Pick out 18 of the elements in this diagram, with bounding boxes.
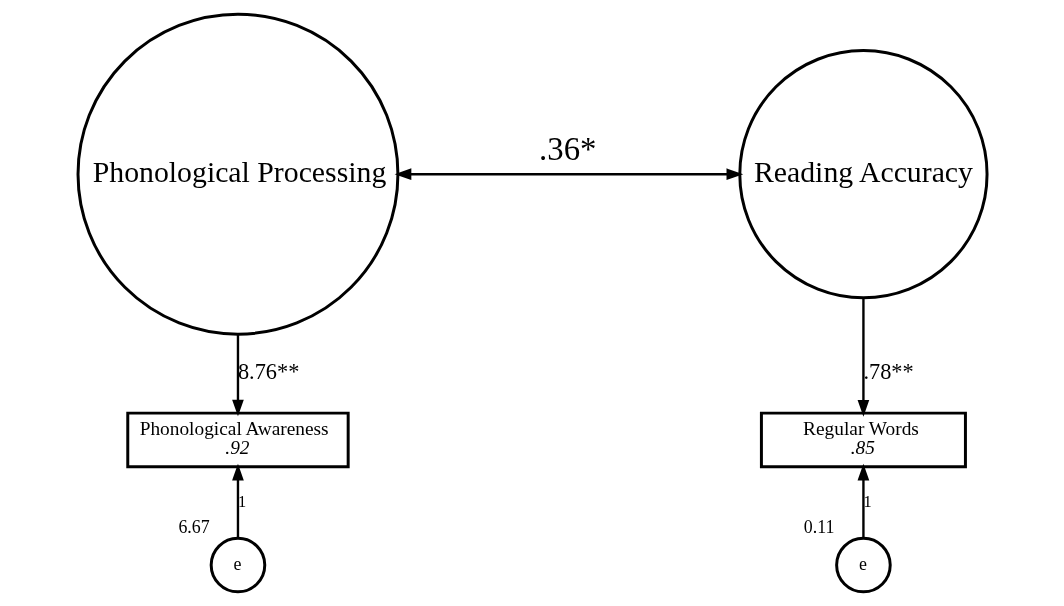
arrow xyxy=(857,463,869,539)
node-circle: e xyxy=(834,536,892,594)
node-box: Regular Words .85 xyxy=(759,411,967,469)
arrow xyxy=(394,168,743,181)
edge-label: 8.76** xyxy=(237,358,299,384)
arrow xyxy=(857,297,869,417)
node-label: 0.11 xyxy=(803,517,834,538)
edge-label: .78** xyxy=(862,358,914,384)
node-circle: e xyxy=(209,536,266,594)
edge-label: 1 xyxy=(237,491,246,511)
edge-label: 1 xyxy=(862,491,872,511)
edge-label: .36* xyxy=(538,131,596,168)
node-box: Phonological Awareness .92 xyxy=(125,411,350,469)
arrow xyxy=(231,463,244,539)
node-label: 6.67 xyxy=(177,517,210,538)
arrow xyxy=(231,334,244,417)
node-circle: Reading Accuracy xyxy=(737,49,989,300)
node-circle: Phonological Processing xyxy=(76,12,399,336)
